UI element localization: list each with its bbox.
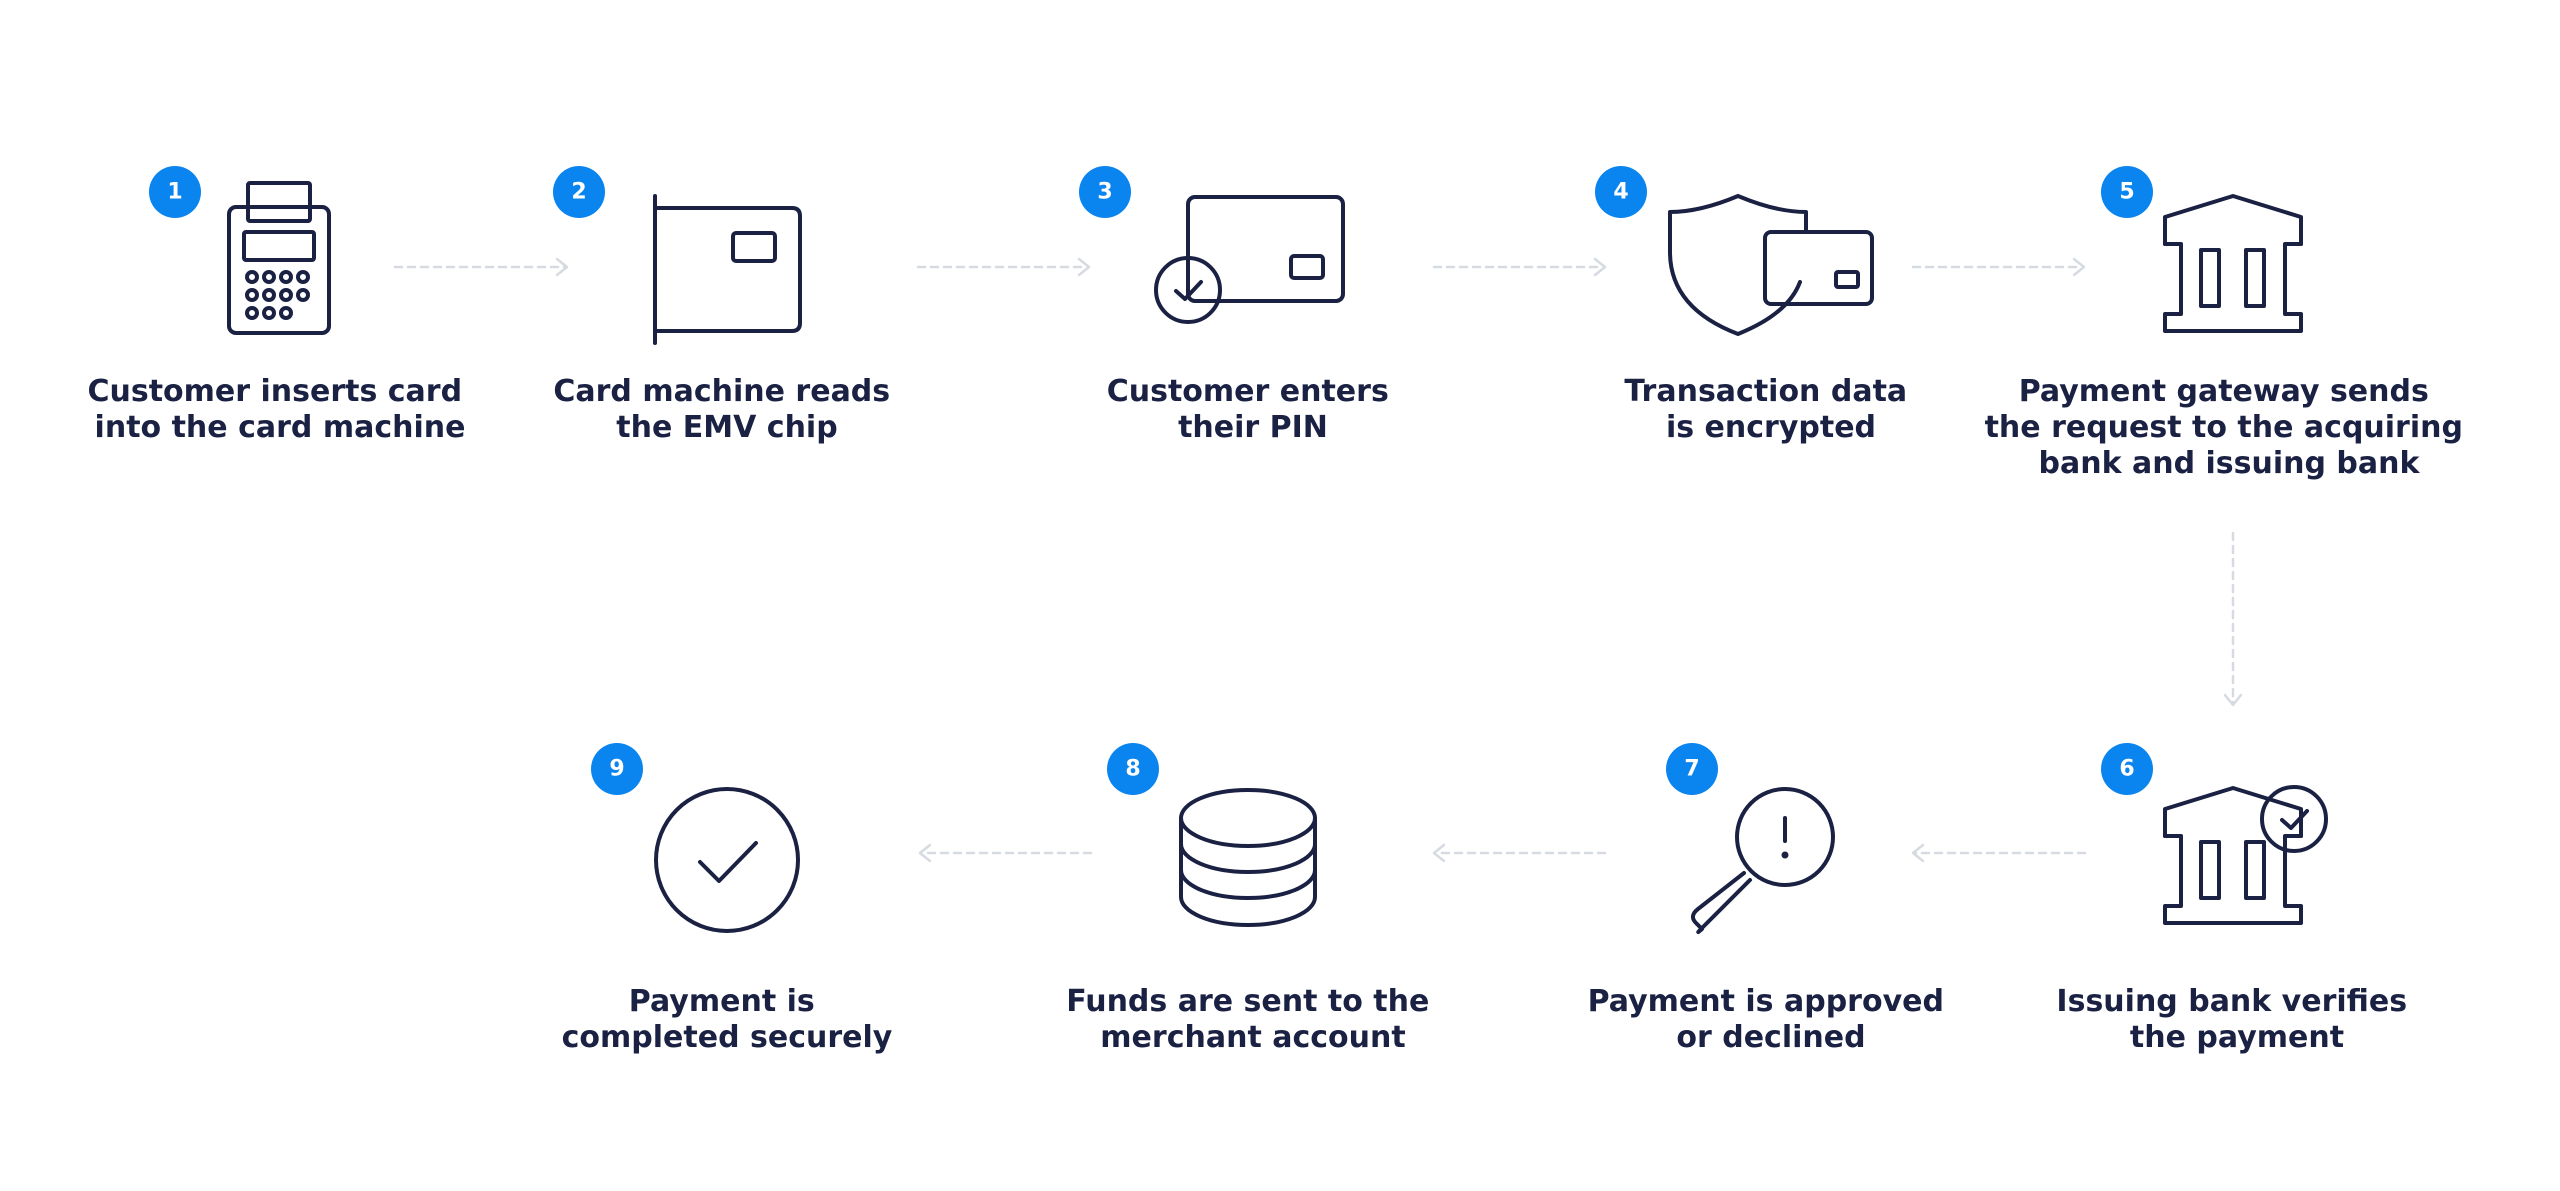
step-label-line: merchant account — [1100, 1020, 1405, 1055]
arrow-step7-to-step8 — [1432, 843, 1607, 863]
step-label: Payment gateway sends the request to the… — [1985, 374, 2474, 481]
step-label: Payment is completed securely — [562, 984, 893, 1055]
card-check-icon — [1154, 195, 1345, 324]
arrow-step6-to-step7 — [1911, 843, 2087, 863]
step-9: 9 Payment is completed securely — [562, 743, 893, 1055]
step-label-line: bank and issuing bank — [2039, 446, 2421, 481]
step-label: Transaction data is encrypted — [1624, 374, 1917, 445]
step-label-line: the EMV chip — [616, 410, 837, 445]
arrow-step5-to-step6 — [2223, 531, 2243, 707]
arrow-step2-to-step3 — [916, 257, 1091, 277]
step-1: 1 Customer inserts card into the card ma… — [87, 166, 472, 445]
connector-arrows — [393, 257, 2243, 863]
step-badge: 5 — [2101, 166, 2153, 218]
card-chip-icon — [653, 194, 802, 345]
step-badge: 4 — [1595, 166, 1647, 218]
step-4: 4 Transaction data is encrypted — [1595, 166, 1917, 445]
step-badge: 8 — [1107, 743, 1159, 795]
step-badge: 3 — [1079, 166, 1131, 218]
step-number: 3 — [1097, 180, 1112, 205]
step-badge: 7 — [1666, 743, 1718, 795]
step-badge: 1 — [149, 166, 201, 218]
step-label-line: Issuing bank verifies — [2056, 984, 2407, 1019]
step-label: Card machine reads the EMV chip — [553, 374, 900, 445]
card-terminal-icon — [227, 181, 331, 335]
step-label-line: Payment gateway sends — [2019, 374, 2429, 409]
step-number: 7 — [1684, 757, 1699, 782]
step-label-line: Transaction data — [1624, 374, 1907, 409]
step-label-line: or declined — [1676, 1020, 1865, 1055]
shield-card-icon — [1668, 194, 1874, 336]
step-label-line: is encrypted — [1666, 410, 1876, 445]
step-number: 2 — [571, 180, 586, 205]
step-badge: 2 — [553, 166, 605, 218]
step-number: 9 — [609, 757, 624, 782]
step-label: Customer inserts card into the card mach… — [87, 374, 472, 445]
step-label-line: completed securely — [562, 1020, 893, 1055]
bank-check-icon — [2163, 785, 2328, 925]
coin-stack-icon — [1179, 788, 1317, 927]
step-number: 8 — [1125, 757, 1140, 782]
arrow-step8-to-step9 — [918, 843, 1093, 863]
check-circle-icon — [654, 787, 800, 933]
step-3: 3 Customer enters their PIN — [1079, 166, 1400, 445]
step-number: 4 — [1613, 180, 1628, 205]
step-label-line: the payment — [2130, 1020, 2344, 1055]
arrow-step4-to-step5 — [1911, 257, 2086, 277]
step-7: 7 Payment is approved or declined — [1588, 743, 1955, 1055]
step-badge: 9 — [591, 743, 643, 795]
arrow-step1-to-step2 — [393, 257, 569, 277]
step-number: 6 — [2119, 757, 2134, 782]
step-label-line: Payment is approved — [1588, 984, 1944, 1019]
step-label-line: Customer enters — [1107, 374, 1389, 409]
step-label-line: Payment is — [629, 984, 815, 1019]
magnifier-alert-icon — [1691, 787, 1835, 934]
step-number: 1 — [167, 180, 182, 205]
arrow-step3-to-step4 — [1432, 257, 1607, 277]
step-label-line: Card machine reads — [553, 374, 890, 409]
step-label-line: Funds are sent to the — [1066, 984, 1429, 1019]
step-label: Funds are sent to the merchant account — [1066, 984, 1440, 1055]
step-label: Payment is approved or declined — [1588, 984, 1955, 1055]
step-label: Issuing bank verifies the payment — [2056, 984, 2417, 1055]
step-label: Customer enters their PIN — [1107, 374, 1400, 445]
step-2: 2 Card machine reads the EMV chip — [553, 166, 900, 445]
step-badge: 6 — [2101, 743, 2153, 795]
step-label-line: into the card machine — [95, 410, 466, 445]
step-6: 6 Issuing bank verifies the payment — [2056, 743, 2417, 1055]
step-5: 5 Payment gateway sends the request to t… — [1985, 166, 2474, 481]
step-8: 8 Funds are sent to the merchant account — [1066, 743, 1440, 1055]
step-label-line: the request to the acquiring — [1985, 410, 2463, 445]
bank-icon — [2163, 194, 2303, 333]
step-number: 5 — [2119, 180, 2134, 205]
step-label-line: their PIN — [1178, 410, 1328, 445]
step-label-line: Customer inserts card — [87, 374, 462, 409]
